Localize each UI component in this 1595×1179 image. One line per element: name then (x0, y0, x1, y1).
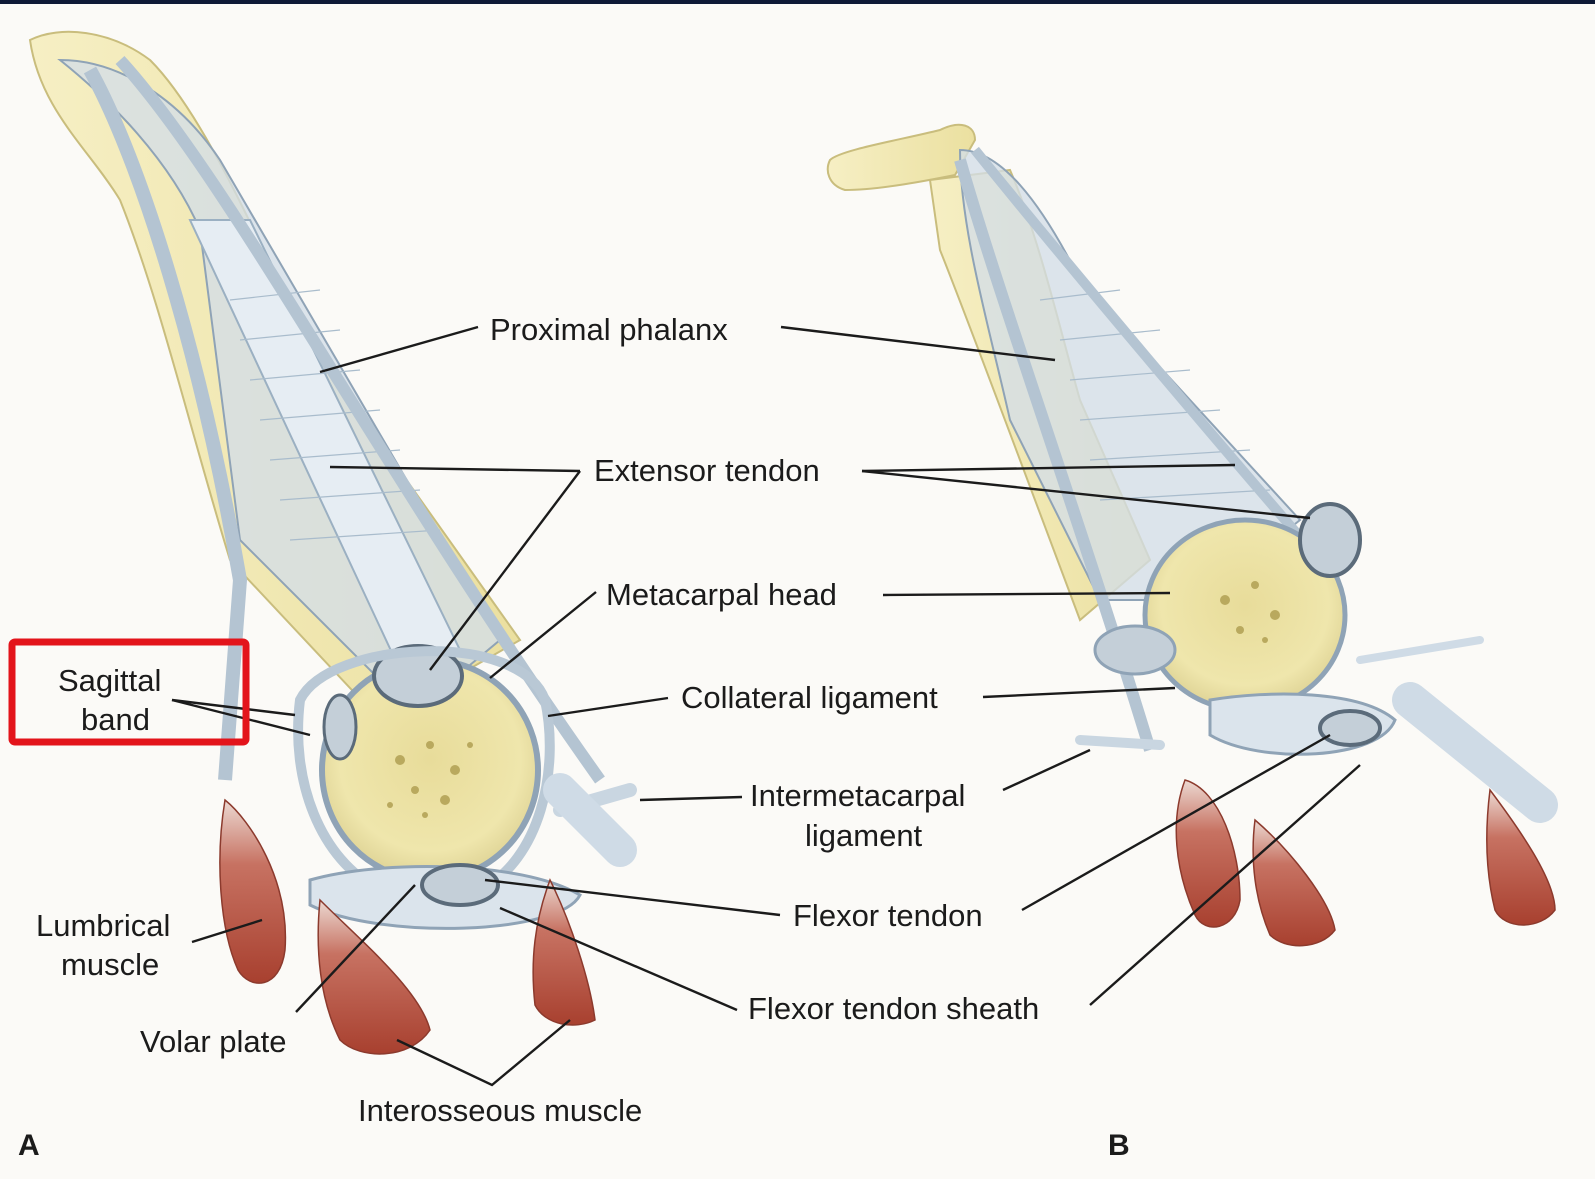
transverse-tube-b (1410, 700, 1540, 805)
label-lumbrical-line2: muscle (61, 947, 159, 982)
label-intermetacarpal-line2: ligament (805, 818, 923, 853)
leader-proximal-phalanx-a (320, 327, 478, 372)
label-metacarpal-head: Metacarpal head (606, 577, 837, 612)
leader-flexor-sheath-b (1090, 765, 1360, 1005)
label-flexor-tendon: Flexor tendon (793, 898, 983, 933)
lumbrical-muscle-b (1176, 780, 1240, 927)
intermetacarpal-ligament-b (1080, 740, 1160, 745)
lumbrical-muscle-a (220, 800, 286, 983)
leader-intermetacarpal-b (1003, 750, 1090, 790)
panel-label-a: A (18, 1129, 40, 1162)
label-lumbrical-line1: Lumbrical (36, 908, 170, 943)
sagittal-band-section-a (324, 695, 356, 759)
label-interosseous-muscle: Interosseous muscle (358, 1093, 642, 1128)
label-volar-plate: Volar plate (140, 1024, 287, 1059)
panel-label-b: B (1108, 1129, 1130, 1162)
label-sagittal-line1: Sagittal (58, 663, 161, 698)
extensor-tendon-section-b (1300, 504, 1360, 576)
label-sagittal-line2: band (81, 702, 150, 737)
panel-b-illustration (828, 125, 1555, 946)
leader-collateral-b (983, 688, 1175, 697)
flexor-tendon-section-a (422, 865, 498, 905)
label-extensor-tendon: Extensor tendon (594, 453, 820, 488)
leader-collateral-a (548, 698, 668, 716)
leader-sagittal (172, 700, 310, 735)
collateral-ligament-b (1095, 626, 1175, 674)
panel-a-illustration (30, 32, 630, 1054)
label-collateral-ligament: Collateral ligament (681, 680, 938, 715)
band-extension-b (1360, 640, 1480, 660)
label-flexor-tendon-sheath: Flexor tendon sheath (748, 991, 1039, 1026)
interosseous-muscle-left-b (1253, 820, 1335, 946)
flexor-tendon-section-b (1320, 711, 1380, 745)
top-border (0, 0, 1595, 4)
leader-intermetacarpal-a (640, 797, 742, 800)
label-proximal-phalanx: Proximal phalanx (490, 312, 728, 347)
label-intermetacarpal-line1: Intermetacarpal (750, 778, 965, 813)
